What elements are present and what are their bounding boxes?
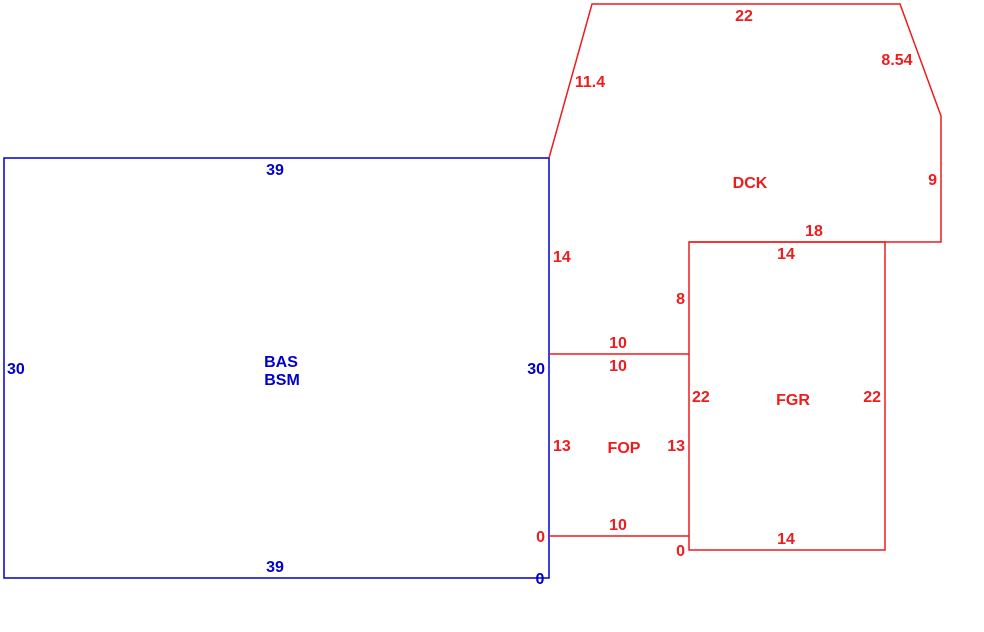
dck-right-dimension: 9 [928,172,937,189]
dck-outline [548,3,942,243]
bas-top-dimension: 39 [266,162,284,179]
bas-left-dimension: 30 [7,361,25,378]
bas-outline [3,157,550,579]
dck-area-code: DCK [733,175,768,192]
fop-bottom-dimension: 10 [609,517,627,534]
fop-left-dimension: 13 [553,438,571,455]
bas-corner-dimension: 0 [536,571,545,588]
fop-right-dimension: 13 [667,438,685,455]
dck-bottom-dimension: 18 [805,223,823,240]
fgr-upper-left-dimension: 8 [676,291,685,308]
dck-top-dimension: 22 [735,8,753,25]
dck-left-dimension: 14 [553,249,571,266]
fgr-right-dimension: 22 [863,389,881,406]
fgr-bottom-dimension: 14 [777,531,795,548]
fgr-top-dimension: 14 [777,246,795,263]
bsm-area-code: BSM [264,372,300,389]
fgr-left-dimension: 22 [692,389,710,406]
fgr-outline [688,241,886,551]
fgr-area-code: FGR [776,392,810,409]
fop-area-code: FOP [608,440,641,457]
fop-corner-dimension: 0 [536,529,545,546]
dck-upper-right-diagonal-dimension: 8.54 [881,52,912,69]
fop-top-outer-dimension: 10 [609,335,627,352]
bas-right-dimension: 30 [527,361,545,378]
bas-bottom-dimension: 39 [266,559,284,576]
dck-upper-left-diagonal-dimension: 11.4 [575,74,605,91]
fgr-corner-dimension: 0 [676,543,685,560]
fop-top-inner-dimension: 10 [609,358,627,375]
bas-area-code: BAS [264,354,298,371]
